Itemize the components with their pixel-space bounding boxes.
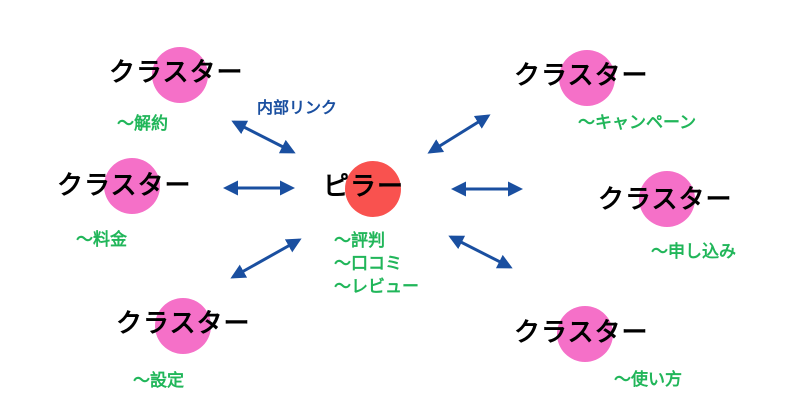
cluster-circle <box>559 50 615 106</box>
cluster-subtopic: 〜設定 <box>133 371 184 391</box>
cluster-circle <box>152 47 208 103</box>
cluster-label: クラスター <box>514 61 649 91</box>
cluster-circle <box>104 158 160 214</box>
cluster-subtopic: 〜申し込み <box>651 242 736 262</box>
pillar-circle <box>345 161 401 217</box>
cluster-label: クラスター <box>514 318 649 348</box>
cluster-subtopic: 〜使い方 <box>614 370 682 390</box>
arrow-pillar-to-cluster-bottom-right <box>448 235 513 269</box>
cluster-label: クラスター <box>116 309 251 339</box>
cluster-subtopic: 〜キャンペーン <box>578 113 697 133</box>
arrow-pillar-to-cluster-bottom-left <box>230 238 302 279</box>
cluster-circle <box>155 298 211 354</box>
internal-link-label: 内部リンク <box>257 98 338 117</box>
pillar-subtopic: 〜レビュー <box>334 277 419 297</box>
cluster-label: クラスター <box>109 58 244 88</box>
cluster-label: クラスター <box>57 171 192 201</box>
pillar-label: ピラー <box>323 172 405 202</box>
pillar-subtopics: 〜評判 〜口コミ 〜レビュー <box>334 230 419 299</box>
arrow-pillar-to-cluster-top-left <box>231 120 296 154</box>
cluster-subtopic: 〜料金 <box>76 230 127 250</box>
cluster-subtopic: 〜解約 <box>117 114 168 134</box>
pillar-subtopic: 〜口コミ <box>334 254 402 274</box>
cluster-circle <box>557 306 613 362</box>
pillar-subtopic: 〜評判 <box>334 231 385 251</box>
cluster-label: クラスター <box>598 185 733 215</box>
cluster-circle <box>639 171 695 227</box>
arrow-pillar-to-cluster-top-right <box>427 114 491 154</box>
